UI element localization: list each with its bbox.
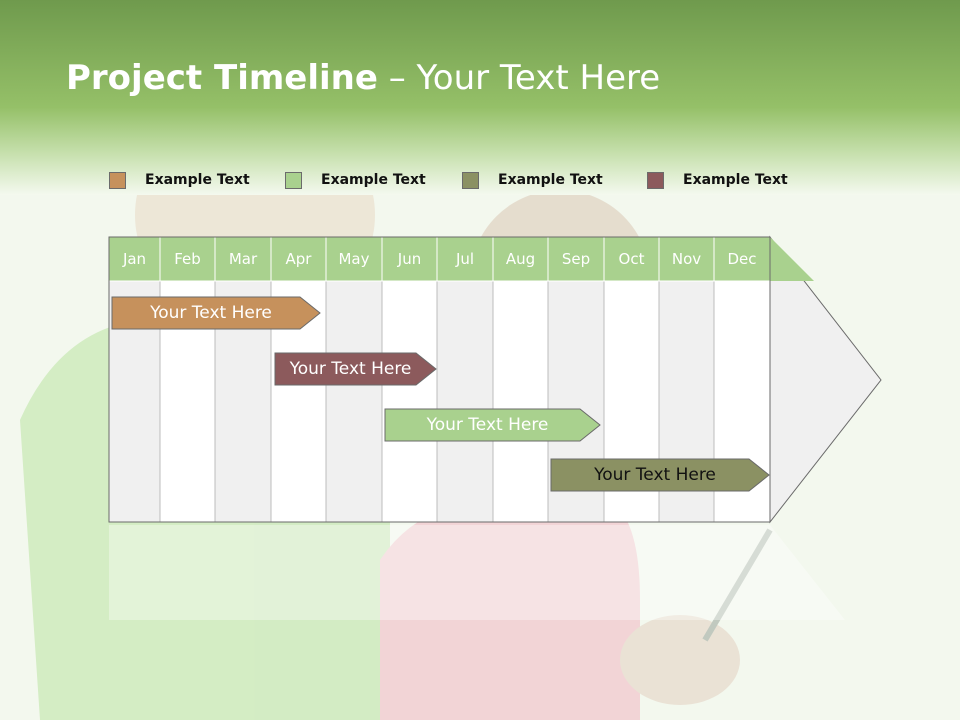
month-label-nov: Nov (671, 250, 702, 268)
page-title: Project Timeline – Your Text Here (66, 58, 660, 98)
month-header-cell (214, 236, 272, 282)
task-bar-label: Your Text Here (426, 415, 549, 435)
month-header-cell (713, 236, 771, 282)
legend-swatch (285, 171, 302, 189)
task-bar-3 (384, 408, 601, 442)
task-bar-2 (274, 352, 437, 386)
task-bar-label: Your Text Here (289, 359, 412, 379)
timeline-reflection (109, 525, 845, 620)
month-column (325, 280, 383, 523)
legend-label: Example Text (145, 172, 250, 188)
timeline-frame (108, 236, 771, 523)
task-bar-1 (111, 296, 321, 330)
month-label-feb: Feb (174, 250, 201, 268)
month-label-jul: Jul (455, 250, 475, 268)
title-bold: Project Timeline (66, 58, 378, 98)
month-column (492, 280, 549, 523)
month-label-jan: Jan (122, 250, 147, 268)
legend-label: Example Text (683, 172, 788, 188)
month-header-cell (159, 236, 216, 282)
month-label-mar: Mar (228, 250, 258, 268)
legend-item: Example Text (109, 170, 250, 190)
task-bar-label: Your Text Here (150, 303, 272, 323)
arrow-head-header (770, 237, 814, 281)
month-header-cell (270, 236, 327, 282)
month-label-sep: Sep (561, 250, 591, 268)
month-label-aug: Aug (505, 250, 536, 268)
legend-swatch (647, 171, 664, 189)
legend-swatch (462, 171, 479, 189)
task-bar-label: Your Text Here (594, 465, 716, 485)
month-column (436, 280, 494, 523)
legend-label: Example Text (498, 172, 603, 188)
month-label-dec: Dec (727, 250, 757, 268)
month-header-cell (325, 236, 383, 282)
month-label-oct: Oct (618, 250, 645, 268)
month-label-apr: Apr (285, 250, 312, 268)
legend-item: Example Text (647, 170, 788, 190)
title-rest: – Your Text Here (377, 58, 661, 98)
legend-swatch (109, 171, 126, 189)
legend-label: Example Text (321, 172, 426, 188)
month-column (381, 280, 438, 523)
task-bar-4 (550, 458, 770, 492)
legend-item: Example Text (285, 170, 426, 190)
legend-item: Example Text (462, 170, 603, 190)
month-header-cell (381, 236, 438, 282)
month-label-may: May (338, 250, 370, 268)
month-label-jun: Jun (397, 250, 422, 268)
